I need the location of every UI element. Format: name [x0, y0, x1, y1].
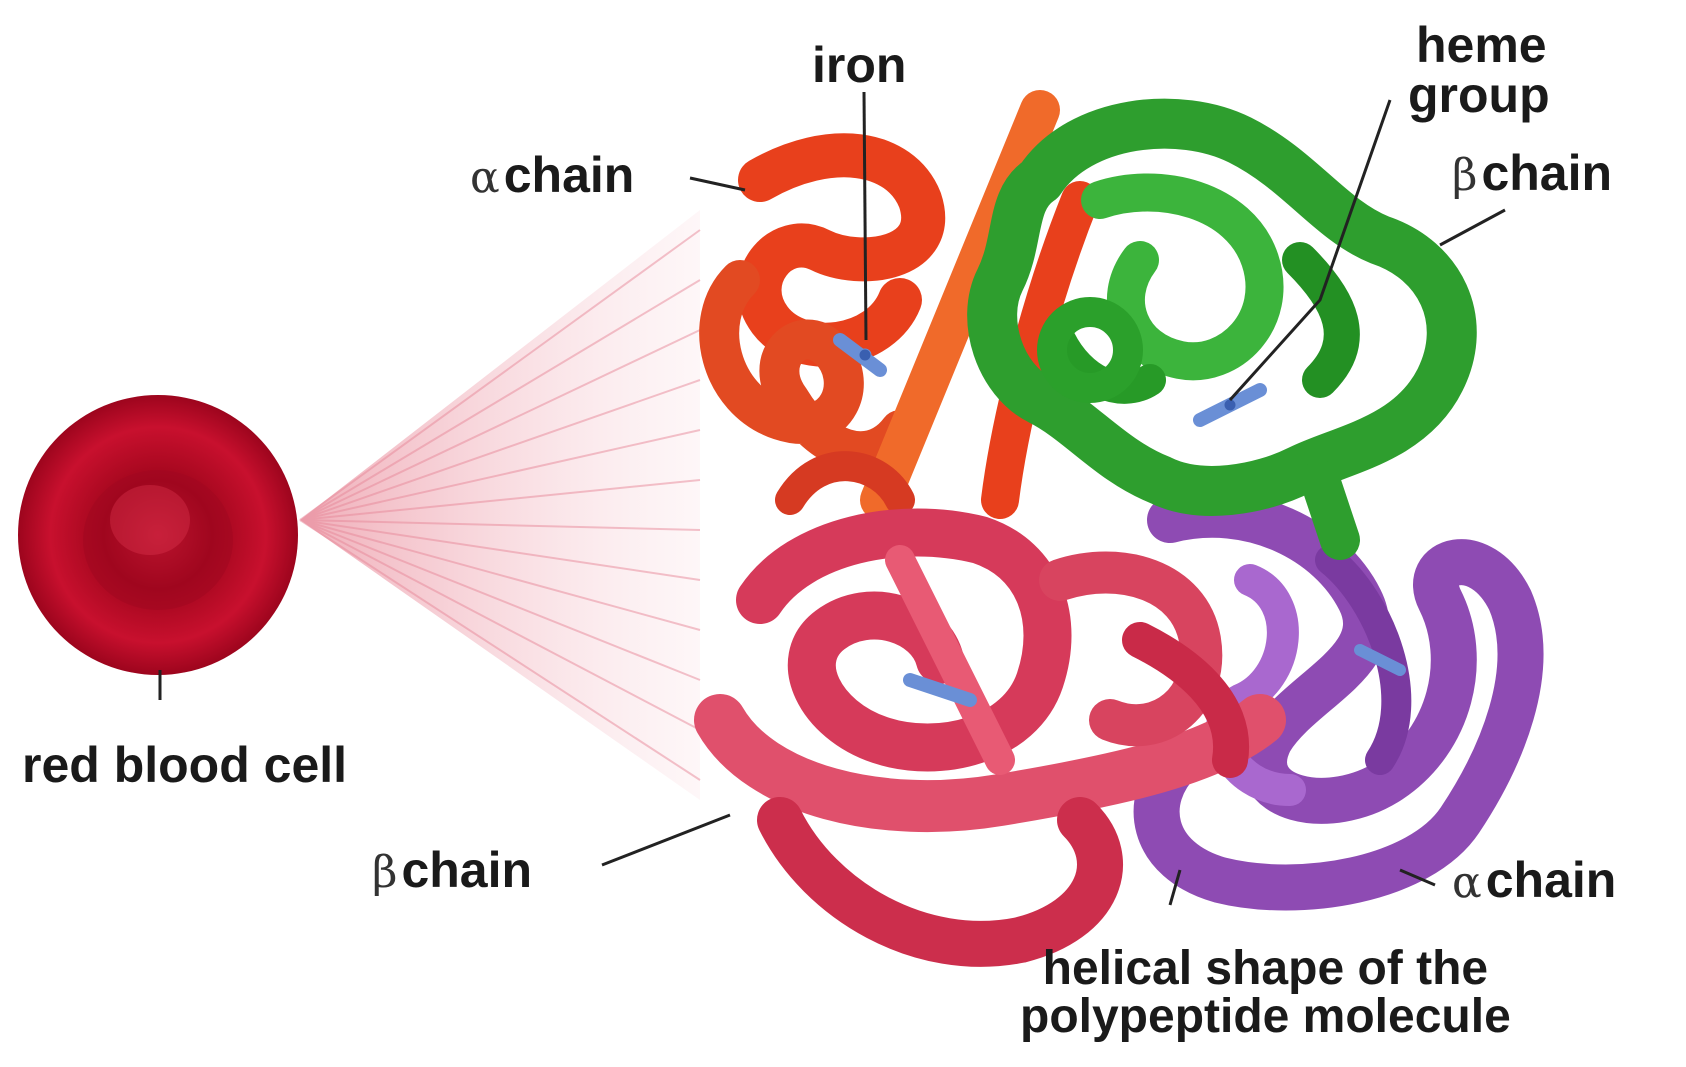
label-helical-shape: helical shape of the polypeptide molecul… — [1020, 945, 1511, 1041]
label-alpha-chain-top: αchain — [470, 150, 634, 200]
red-blood-cell-graphic — [18, 395, 298, 675]
beta-chain-top-graphic — [992, 124, 1452, 540]
magnification-rays — [300, 210, 700, 800]
label-red-blood-cell: red blood cell — [22, 740, 347, 790]
label-heme-group: heme group — [1408, 20, 1550, 120]
label-beta-chain-bottom: βchain — [372, 845, 532, 895]
label-iron: iron — [812, 40, 906, 90]
label-beta-chain-top: βchain — [1452, 148, 1612, 198]
label-alpha-chain-bottom: αchain — [1452, 855, 1616, 905]
